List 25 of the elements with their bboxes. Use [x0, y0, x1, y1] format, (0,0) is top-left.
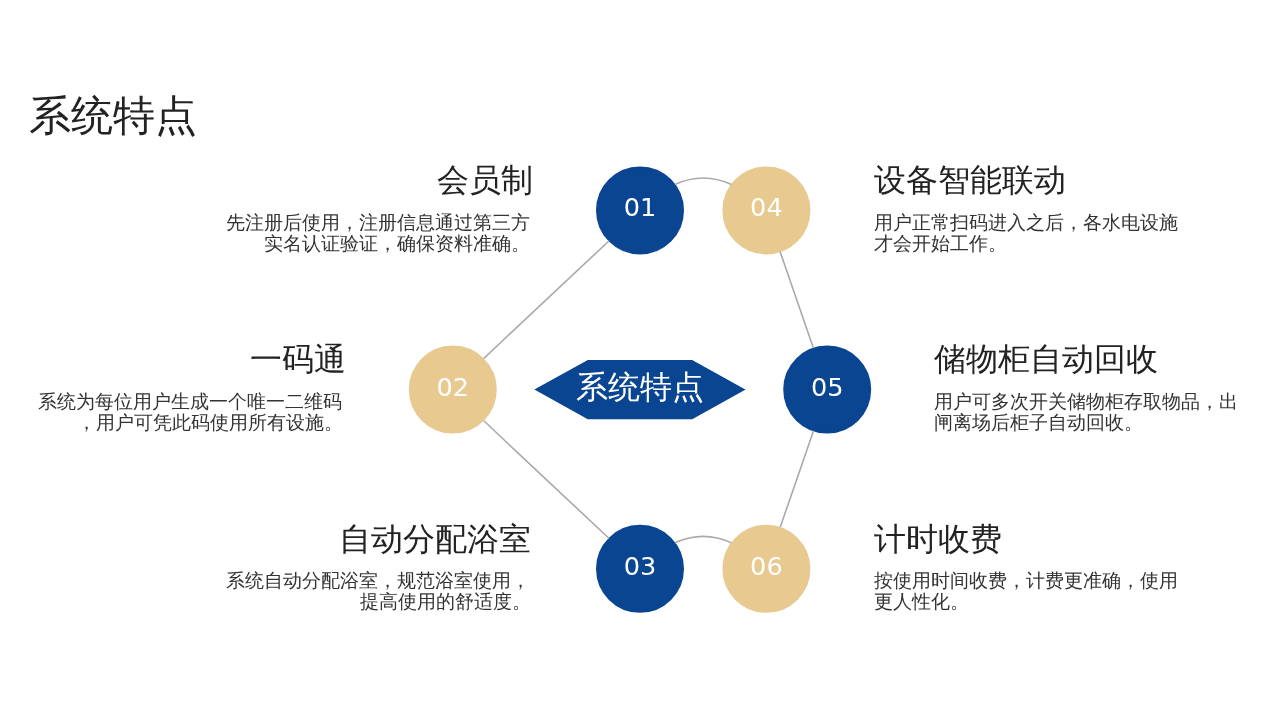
- node-label: 储物柜自动回收: [934, 340, 1159, 379]
- connector: [483, 419, 610, 540]
- connector: [779, 429, 815, 529]
- connector: [674, 535, 733, 544]
- node-circle: 01: [596, 166, 684, 255]
- node-circle: 06: [722, 524, 811, 613]
- node-label: 先注册后使用，注册信息通过第三方实名认证验证，确保资料准确。: [225, 210, 530, 255]
- diagram-title: 系统特点: [28, 91, 197, 141]
- node-label: 计时收费: [873, 519, 1002, 558]
- node-label: 设备智能联动: [873, 161, 1066, 200]
- node-label: 按使用时间收费，计费更准确，使用更人性化。: [873, 569, 1178, 614]
- node-label: 自动分配浴室: [339, 519, 532, 558]
- node-label: 会员制: [436, 161, 533, 200]
- node-label: 系统自动分配浴室，规范浴室使用，提高使用的舒适度。: [225, 569, 531, 614]
- connector: [779, 250, 815, 349]
- node-circle: 05: [783, 345, 872, 434]
- node-circle: 04: [722, 166, 811, 255]
- node-label: 一码通: [249, 340, 346, 379]
- node-circle: 03: [596, 524, 684, 613]
- node-label: 用户正常扫码进入之后，各水电设施才会开始工作。: [873, 210, 1178, 255]
- node-label: 系统为每位用户生成一个唯一二维码，用户可凭此码使用所有设施。: [38, 390, 343, 434]
- connector: [674, 177, 733, 186]
- connector: [483, 239, 610, 360]
- node-circle: 02: [408, 345, 497, 434]
- node-label: 用户可多次开关储物柜存取物品，出闸离场后柜子自动回收。: [934, 390, 1239, 434]
